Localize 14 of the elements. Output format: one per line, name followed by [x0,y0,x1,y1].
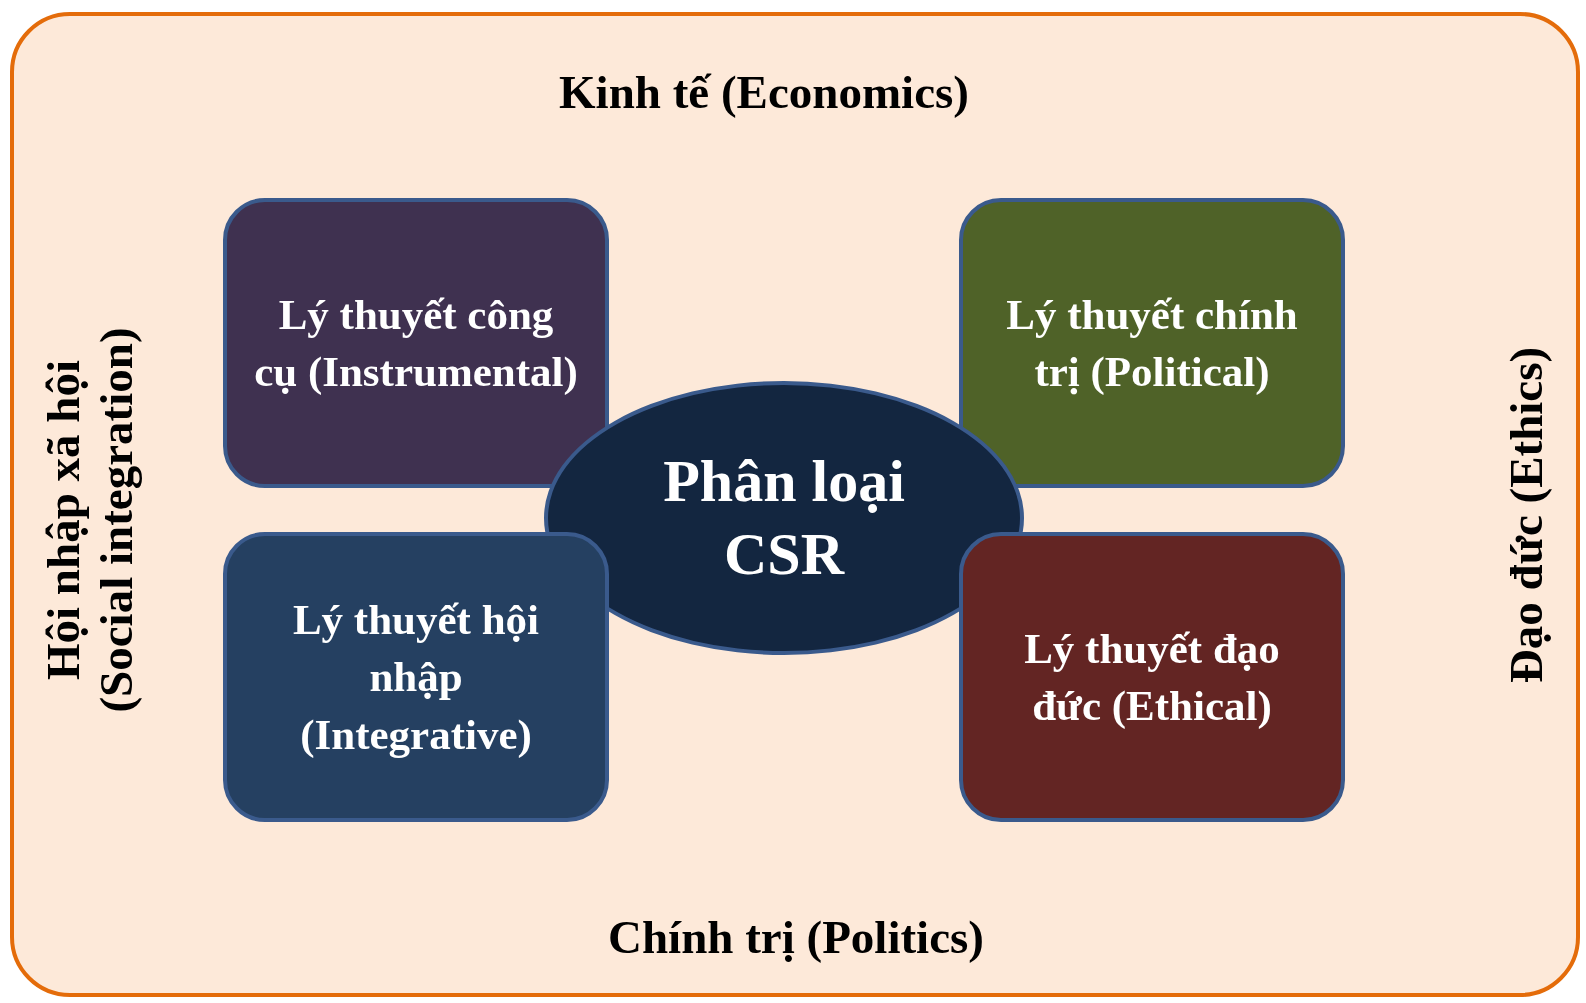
theory-box [223,532,609,822]
dimension-heading: Đạo đức (Ethics) [1499,346,1553,684]
dimension-heading: Hội nhập xã hội (Social integration) [37,326,143,715]
theory-box [223,198,609,488]
theory-label: Lý thuyết chính trị (Political) [1005,289,1299,397]
dimension-heading: Kinh tế (Economics) [559,65,969,119]
center-title: Phân loại CSR [662,446,906,589]
theory-box [959,198,1345,488]
theory-label: Lý thuyết hội nhập (Integrative) [291,595,541,760]
theory-label: Lý thuyết đạo đức (Ethical) [1023,623,1281,731]
frame-background [10,12,1580,997]
dimension-heading: Chính trị (Politics) [608,910,984,964]
theory-label: Lý thuyết công cụ (Instrumental) [253,289,579,397]
theory-box [959,532,1345,822]
